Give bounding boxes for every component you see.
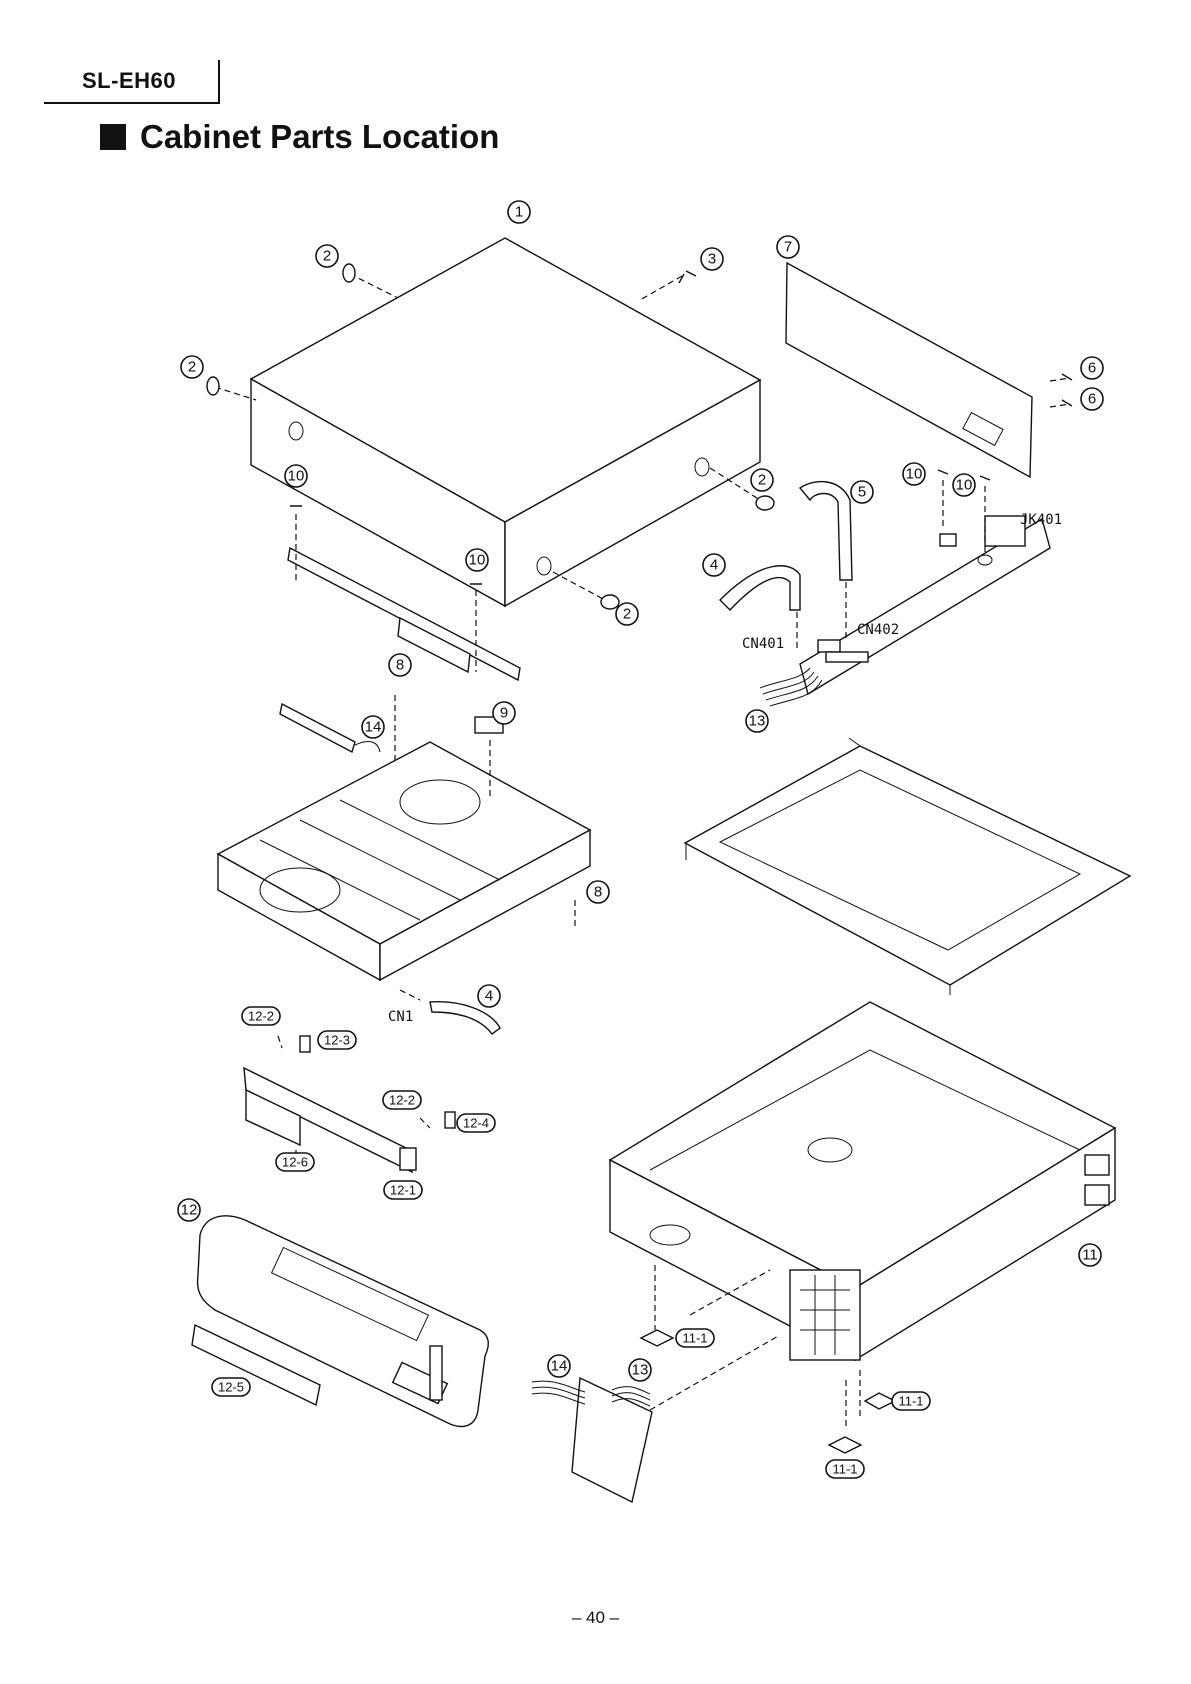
callout-13-b-text: 13: [632, 1362, 649, 1379]
callout-14-b-text: 14: [551, 1358, 568, 1375]
callout-2-d-text: 2: [623, 606, 631, 623]
callout-2-a: 2: [316, 245, 338, 267]
tag-12-1-text: 12-1: [390, 1183, 416, 1198]
label-cn1: CN1: [388, 1009, 413, 1025]
callout-6-b: 6: [1081, 388, 1103, 410]
tag-11-1-b-text: 11-1: [898, 1394, 923, 1409]
tag-12-2-a: 12-2: [242, 1007, 280, 1025]
top-cabinet-drawing: [251, 238, 760, 606]
callout-7: 7: [777, 236, 799, 258]
tag-12-6-text: 12-6: [282, 1155, 308, 1170]
callout-10-a: 10: [285, 465, 307, 487]
callout-10-d-text: 10: [956, 477, 973, 494]
callout-2-c: 2: [751, 469, 773, 491]
tag-12-4-text: 12-4: [463, 1116, 489, 1131]
callout-10-b: 10: [466, 549, 488, 571]
page-number: – 40 –: [0, 1608, 1191, 1628]
callout-5: 5: [851, 481, 873, 503]
callout-14-b: 14: [548, 1355, 570, 1377]
flat-cables-drawing: [720, 482, 852, 650]
callout-2-d: 2: [616, 603, 638, 625]
callout-9: 9: [493, 702, 515, 724]
callout-13-a: 13: [746, 710, 768, 732]
bottom-chassis-drawing: [610, 1002, 1115, 1430]
callout-4-a: 4: [703, 554, 725, 576]
tag-11-1-b: 11-1: [892, 1392, 930, 1410]
label-jk401: JK401: [1020, 512, 1062, 528]
callout-8-b: 8: [587, 881, 609, 903]
tag-12-2-b-text: 12-2: [389, 1093, 415, 1108]
tag-12-5: 12-5: [212, 1378, 250, 1396]
callout-10-b-text: 10: [469, 552, 486, 569]
tag-11-1-c: 11-1: [826, 1460, 864, 1478]
callout-6-a: 6: [1081, 357, 1103, 379]
callout-10-d: 10: [953, 474, 975, 496]
callout-8-a-text: 8: [396, 657, 404, 674]
callout-2-b: 2: [181, 356, 203, 378]
callout-11: 11: [1079, 1244, 1101, 1266]
callout-4-b-text: 4: [485, 988, 493, 1005]
tag-12-3: 12-3: [318, 1031, 356, 1049]
tag-11-1-a: 11-1: [676, 1329, 714, 1347]
label-cn401: CN401: [742, 636, 784, 652]
tag-12-4: 12-4: [457, 1114, 495, 1132]
callout-2-b-text: 2: [188, 359, 196, 376]
callout-3-text: 3: [708, 251, 716, 268]
chassis-plate-drawing: [685, 738, 1130, 995]
callout-2-c-text: 2: [758, 472, 766, 489]
front-subpanel-drawing: [244, 1036, 455, 1172]
callout-6-a-text: 6: [1088, 360, 1096, 377]
label-cn402: CN402: [857, 622, 899, 638]
tag-11-1-c-text: 11-1: [832, 1462, 857, 1477]
callout-10-a-text: 10: [288, 468, 305, 485]
tag-12-2-b: 12-2: [383, 1091, 421, 1109]
callout-14-a-text: 14: [365, 719, 382, 736]
cd-mechanism-drawing: [218, 695, 590, 1034]
bottom-pcb-harness-drawing: [532, 1270, 780, 1502]
tag-12-1: 12-1: [384, 1181, 422, 1199]
callout-8-a: 8: [389, 654, 411, 676]
tag-12-5-text: 12-5: [218, 1380, 244, 1395]
callout-5-text: 5: [858, 484, 866, 501]
callout-6-b-text: 6: [1088, 391, 1096, 408]
callout-11-text: 11: [1082, 1247, 1098, 1264]
callout-14-a: 14: [362, 716, 384, 738]
callout-10-c-text: 10: [906, 466, 923, 483]
callout-9-text: 9: [500, 705, 508, 722]
callout-1: 1: [508, 201, 530, 223]
callout-3: 3: [701, 248, 723, 270]
callout-4-b: 4: [478, 985, 500, 1007]
tag-11-1-a-text: 11-1: [682, 1331, 707, 1346]
tag-12-3-text: 12-3: [324, 1033, 350, 1048]
callout-2-a-text: 2: [323, 248, 331, 265]
callout-13-b: 13: [629, 1359, 651, 1381]
callout-10-c: 10: [903, 463, 925, 485]
callout-7-text: 7: [784, 239, 792, 256]
callout-4-a-text: 4: [710, 557, 718, 574]
callout-1-text: 1: [515, 204, 523, 221]
tag-12-6: 12-6: [276, 1153, 314, 1171]
callout-12: 12: [178, 1199, 200, 1221]
callout-13-a-text: 13: [749, 713, 766, 730]
callout-8-b-text: 8: [594, 884, 602, 901]
rear-panel-drawing: [786, 263, 1072, 477]
tag-12-2-a-text: 12-2: [248, 1009, 274, 1024]
callout-12-text: 12: [181, 1202, 198, 1219]
